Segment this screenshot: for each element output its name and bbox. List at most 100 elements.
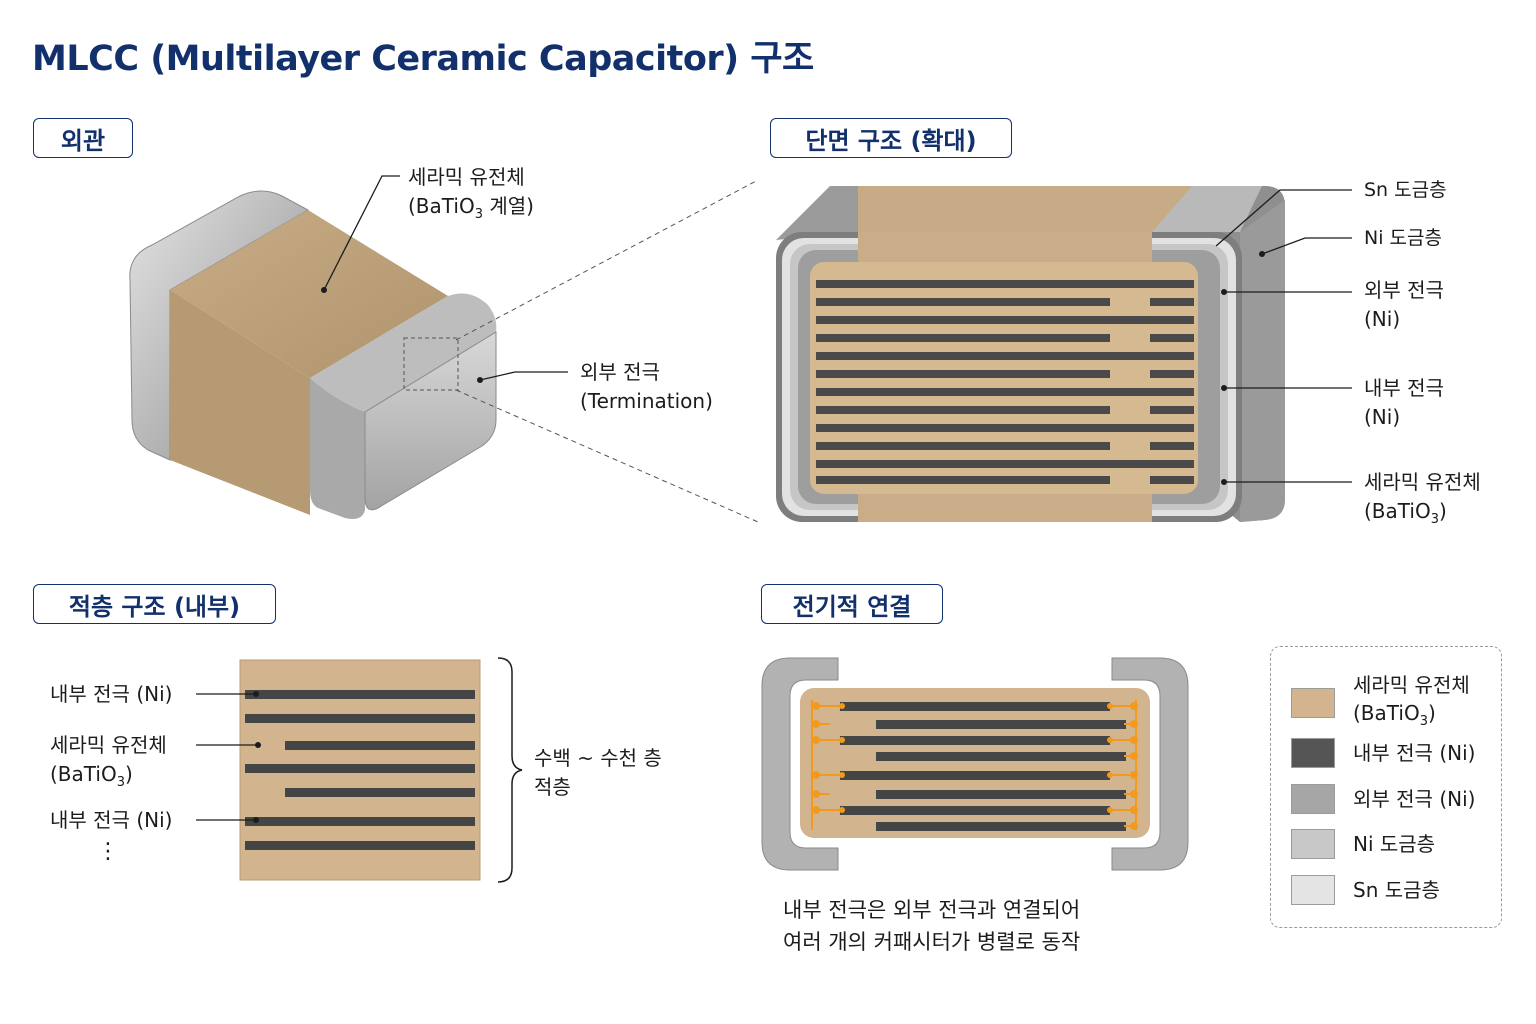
cross-electrode-stub	[1150, 334, 1194, 342]
legend-item-sn-plating: Sn 도금층	[1291, 874, 1440, 906]
section-label-electrical: 전기적 연결	[761, 584, 943, 624]
right-electrode-cap	[1111, 657, 1189, 871]
label-line: (BaTiO3)	[50, 762, 133, 790]
leader-ceramic	[323, 175, 400, 291]
page-title: MLCC (Multilayer Ceramic Capacitor) 구조	[32, 39, 814, 79]
leader-termination	[479, 371, 568, 381]
ceramic-body-front	[170, 290, 310, 515]
cross-electrode-stub	[1150, 298, 1194, 306]
stack-electrode	[245, 764, 475, 773]
cross-electrode	[816, 424, 1194, 432]
label-line: 내부 전극	[1364, 376, 1444, 400]
legend-swatch	[1291, 875, 1335, 905]
section-label-exterior: 외관	[33, 118, 133, 158]
label-external-electrode: 외부 전극 (Ni)	[1364, 276, 1444, 334]
label-stack-electrode-bottom: 내부 전극 (Ni)	[50, 808, 173, 832]
leader-sn	[1215, 189, 1352, 247]
cross-electrode-stub	[1150, 476, 1194, 484]
legend-swatch	[1291, 688, 1335, 718]
label-line: (BaTiO3 계열)	[408, 194, 534, 222]
legend-label: Sn 도금층	[1353, 878, 1440, 902]
label-stack-electrode-top: 내부 전극 (Ni)	[50, 682, 173, 706]
section-label-cross-section: 단면 구조 (확대)	[770, 118, 1012, 158]
current-nodes-left	[812, 702, 845, 814]
cross-right-face	[1240, 200, 1285, 522]
el-electrode	[840, 771, 1110, 780]
legend-swatch	[1291, 829, 1335, 859]
legend-label: 외부 전극 (Ni)	[1353, 787, 1476, 811]
label-exterior-ceramic: 세라믹 유전체 (BaTiO3 계열)	[408, 163, 534, 229]
label-line: (Termination)	[580, 389, 713, 413]
exterior-chip	[129, 190, 497, 519]
cross-electrode	[816, 280, 1194, 288]
leader-ceramic-cross-dot	[1221, 479, 1227, 485]
label-internal-electrode: 내부 전극 (Ni)	[1364, 374, 1444, 432]
cross-top-right-cap	[1152, 186, 1262, 232]
stack-electrode	[245, 714, 475, 723]
cross-ceramic-bottom	[858, 490, 1152, 522]
left-termination	[129, 190, 310, 461]
magnify-box	[403, 337, 459, 391]
leader-stack-dot	[255, 742, 261, 748]
leader-ceramic-dot	[321, 287, 327, 293]
legend-swatch	[1291, 784, 1335, 814]
leader-stack-dot	[253, 691, 259, 697]
label-line: 외부 전극	[580, 360, 660, 384]
legend-item-internal-electrode: 내부 전극 (Ni)	[1291, 737, 1475, 769]
el-electrode	[876, 822, 1126, 831]
zoom-line-top	[455, 179, 759, 341]
label-line: 수백 ~ 수천 층	[534, 746, 662, 770]
legend-label: Ni 도금층	[1353, 832, 1436, 856]
stack-electrode	[285, 788, 475, 797]
stack-electrode	[285, 741, 475, 750]
leader-ni	[1261, 237, 1352, 255]
cross-electrode-stub	[1150, 370, 1194, 378]
continuation-dots: ⋮	[97, 839, 119, 864]
right-termination-face	[364, 331, 497, 511]
stack-brace	[497, 657, 523, 883]
leader-ni-dot	[1259, 251, 1265, 257]
el-electrode	[876, 790, 1126, 799]
cross-electrode	[816, 460, 1194, 468]
label-sn-plating: Sn 도금층	[1364, 179, 1447, 201]
legend-label: 내부 전극 (Ni)	[1353, 741, 1476, 765]
electrical-diagram	[761, 657, 1189, 871]
electrical-caption: 내부 전극은 외부 전극과 연결되어 여러 개의 커패시터가 병렬로 동작	[783, 894, 1080, 958]
label-line: 외부 전극	[1364, 278, 1444, 302]
cross-electrode	[816, 370, 1110, 378]
legend-item-ni-plating: Ni 도금층	[1291, 828, 1435, 860]
el-electrode	[840, 806, 1110, 815]
legend-swatch	[1291, 738, 1335, 768]
left-electrode-cap	[761, 657, 839, 871]
leader-termination-dot	[477, 377, 483, 383]
label-line: 세라믹 유전체	[408, 165, 525, 189]
label-line: (Ni)	[1364, 405, 1401, 429]
cross-electrode-stub	[1150, 406, 1194, 414]
legend-item-external-electrode: 외부 전극 (Ni)	[1291, 783, 1475, 815]
el-electrode	[840, 702, 1110, 711]
cross-electrode	[816, 334, 1110, 342]
label-exterior-termination: 외부 전극 (Termination)	[580, 358, 713, 416]
label-cross-ceramic: 세라믹 유전체 (BaTiO3)	[1364, 468, 1481, 534]
leader-external-dot	[1221, 289, 1227, 295]
label-stack-count: 수백 ~ 수천 층 적층	[534, 744, 662, 802]
cross-top-face	[830, 186, 1200, 232]
caption-line: 내부 전극은 외부 전극과 연결되어	[783, 898, 1081, 922]
right-termination-side	[310, 378, 365, 519]
leader-internal-dot	[1221, 385, 1227, 391]
label-ni-plating: Ni 도금층	[1364, 227, 1442, 249]
cross-electrode	[816, 298, 1110, 306]
stack-electrode	[245, 817, 475, 826]
label-stack-ceramic: 세라믹 유전체 (BaTiO3)	[50, 731, 167, 797]
el-electrode	[876, 720, 1126, 729]
legend-item-ceramic: 세라믹 유전체 (BaTiO3)	[1291, 673, 1470, 731]
label-line: (BaTiO3)	[1364, 499, 1447, 527]
stack-electrode	[245, 690, 475, 699]
section-label-stack: 적층 구조 (내부)	[33, 584, 276, 624]
cross-electrode	[816, 388, 1194, 396]
label-line: (Ni)	[1364, 307, 1401, 331]
cross-internal-electrodes	[816, 280, 1194, 484]
label-line: 세라믹 유전체	[50, 733, 167, 757]
zoom-line-bottom	[455, 389, 759, 523]
cross-section	[776, 186, 1285, 522]
